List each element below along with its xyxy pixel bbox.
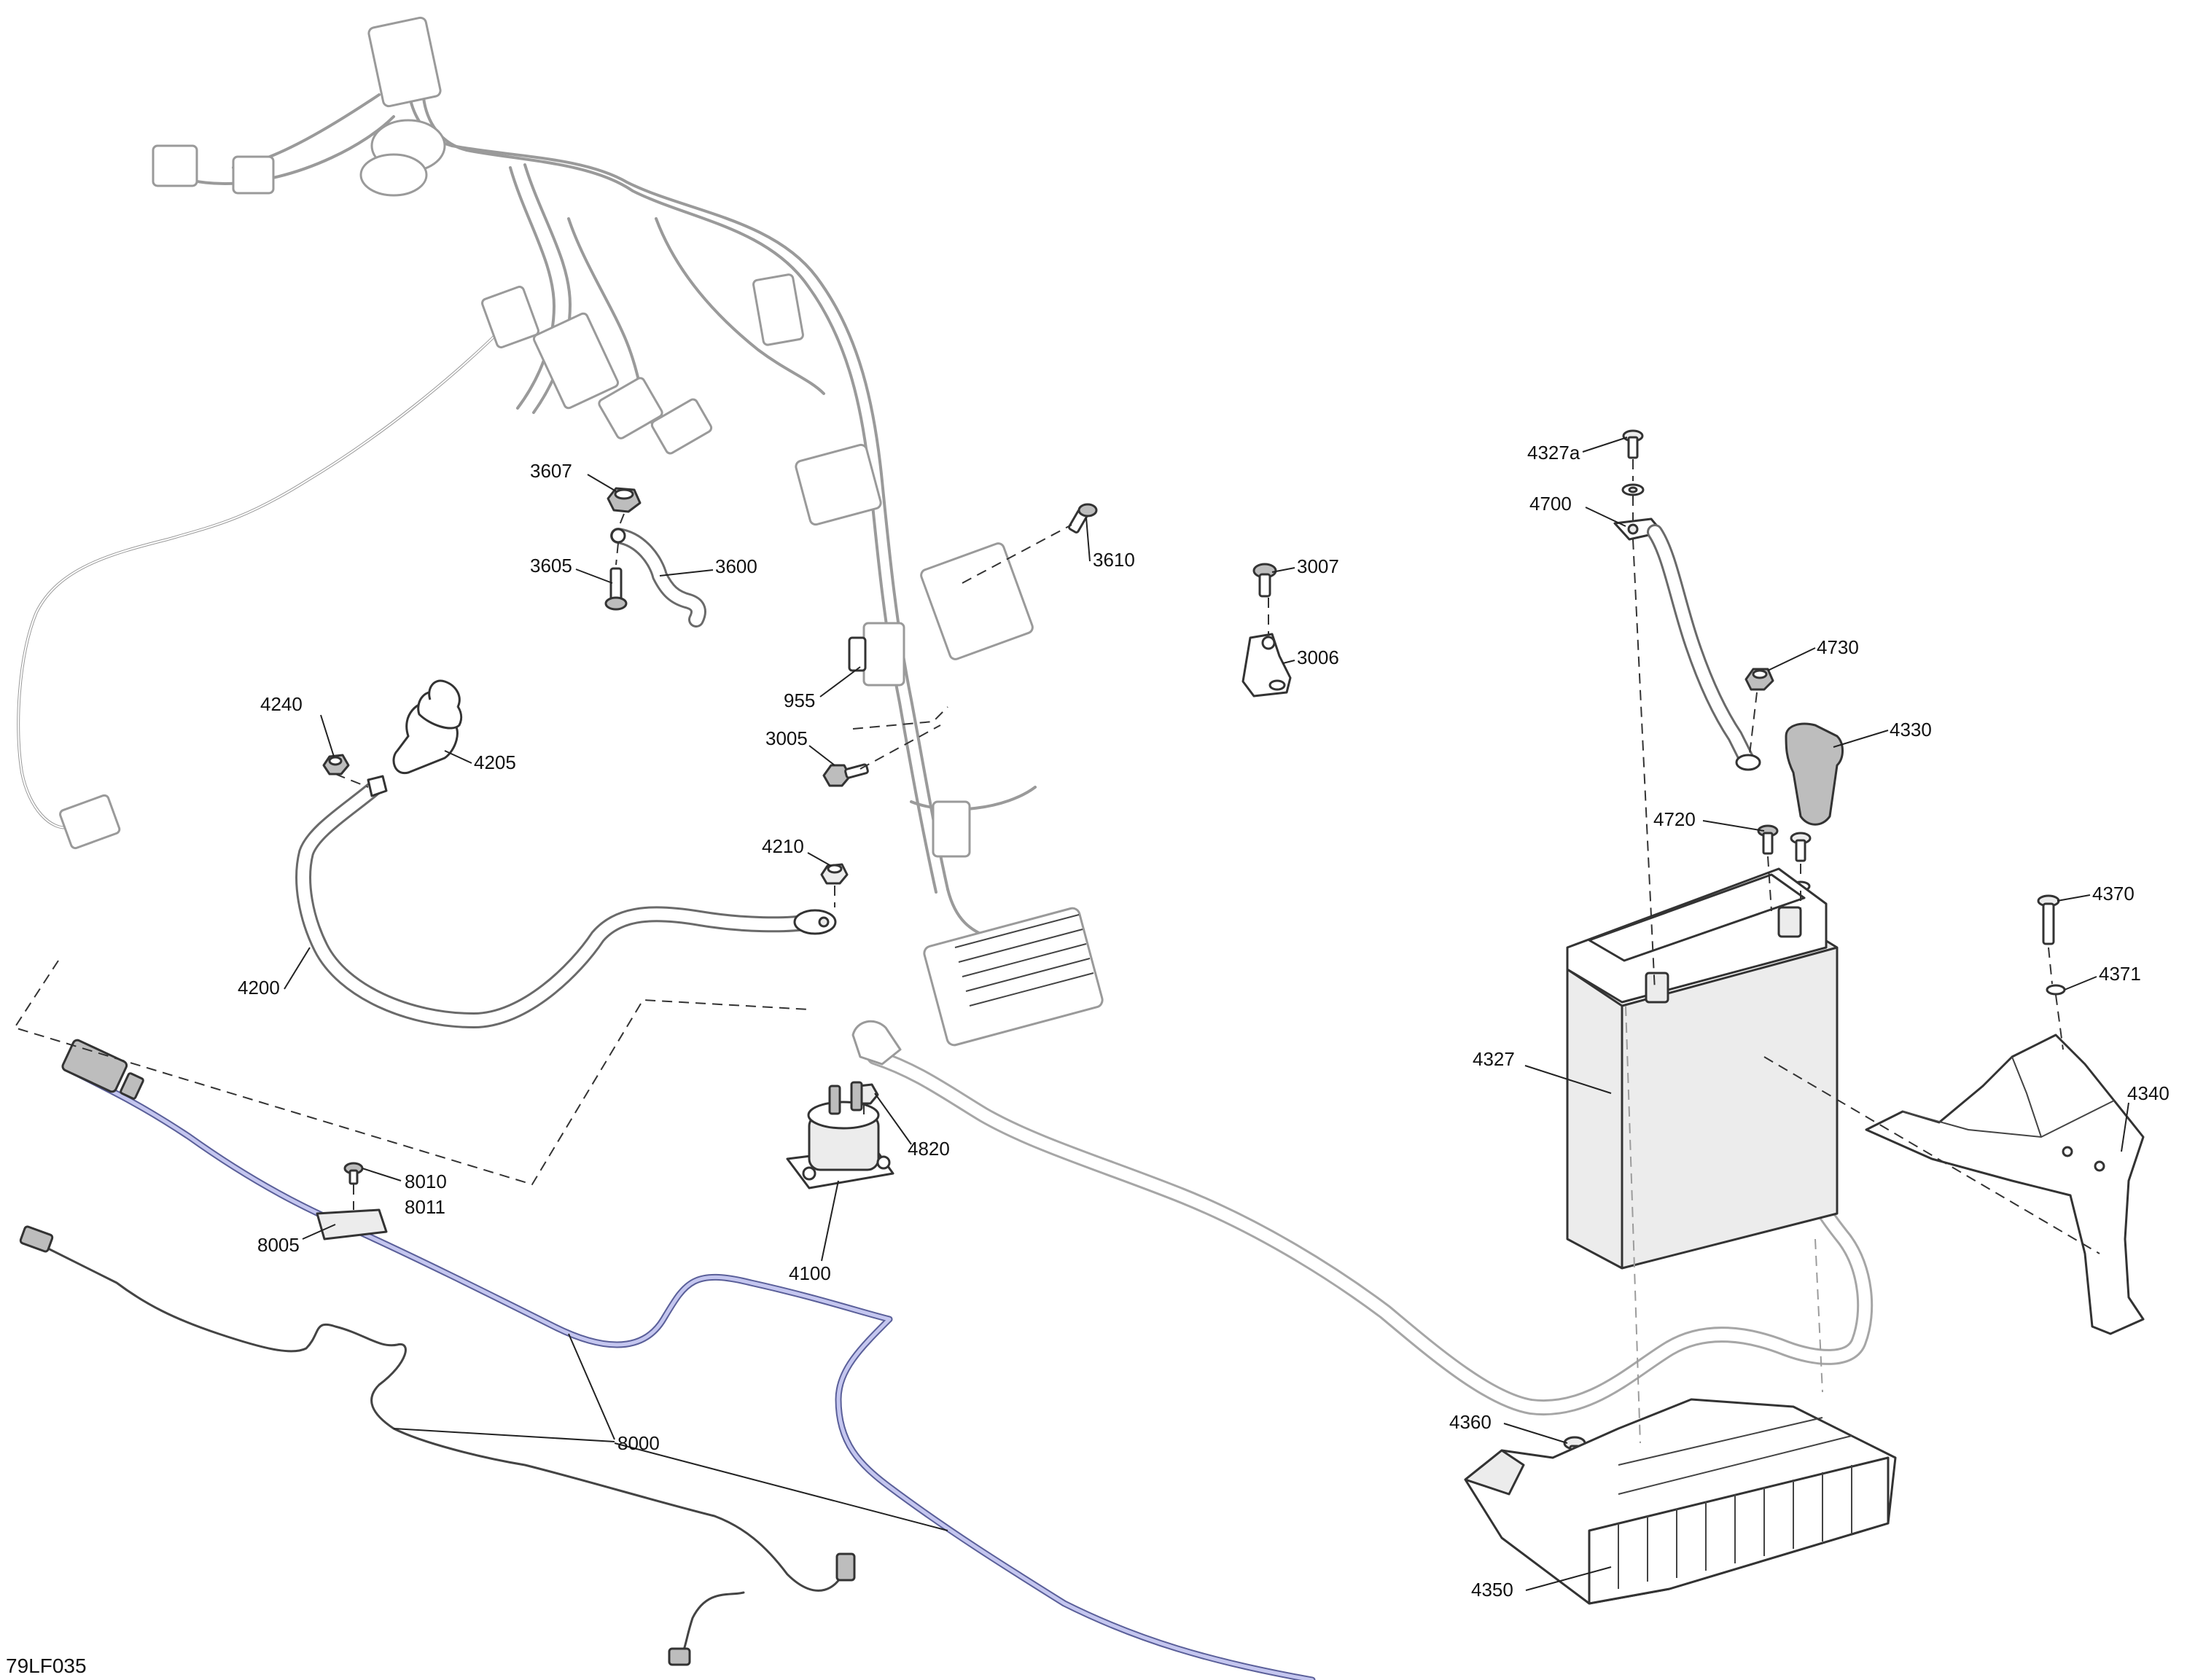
thin-black-harness [19, 1225, 856, 1666]
part-4210-nut [820, 863, 849, 885]
assembly-lines [13, 459, 2100, 1444]
callout-3005: 3005 [765, 727, 808, 749]
callout-4240: 4240 [260, 693, 303, 715]
callout-955: 955 [784, 689, 815, 711]
part-4350-tray [1464, 1398, 1897, 1605]
callout-4700: 4700 [1529, 493, 1572, 515]
callout-4327: 4327 [1473, 1048, 1515, 1070]
callout-4340: 4340 [2127, 1082, 2170, 1104]
part-4205-boot [392, 679, 463, 775]
part-3600-ground-cable [604, 487, 706, 628]
callout-4820: 4820 [908, 1138, 950, 1160]
part-4327a-bolt [1621, 429, 1645, 496]
part-4100-solenoid [786, 1081, 894, 1189]
callout-4720: 4720 [1653, 808, 1696, 830]
part-3005-bolt [822, 763, 869, 787]
callout-4100: 4100 [789, 1262, 831, 1284]
callout-8005: 8005 [257, 1234, 300, 1256]
harness-connectors [59, 16, 1104, 1047]
callout-4330: 4330 [1890, 719, 1932, 741]
callout-leaders [284, 437, 2129, 1591]
part-4730-nut [1744, 668, 1774, 691]
callout-4370: 4370 [2092, 883, 2135, 905]
callout-4350: 4350 [1471, 1579, 1513, 1601]
main-wiring-harness [17, 79, 1037, 942]
callout-8011: 8011 [405, 1196, 445, 1218]
part-4240-nut [322, 754, 350, 775]
part-4370-bolt [2037, 894, 2066, 996]
callout-4205: 4205 [474, 751, 516, 773]
callout-3600: 3600 [715, 555, 757, 577]
part-4820-cable [850, 1020, 1874, 1416]
part-8000-blue-harness [61, 1039, 1316, 1680]
callout-4327a: 4327a [1527, 442, 1580, 464]
callout-4200: 4200 [238, 977, 280, 999]
part-955-relay [848, 622, 905, 687]
part-4700-cable [1613, 517, 1761, 771]
callout-3610: 3610 [1093, 549, 1135, 571]
callout-8010: 8010 [405, 1171, 447, 1192]
part-4327-battery [1566, 867, 1839, 1270]
callout-3007: 3007 [1297, 555, 1339, 577]
callout-3605: 3605 [530, 555, 572, 577]
part-4330-cap [1785, 722, 1844, 826]
part-4340-bracket [1865, 1034, 2145, 1335]
callout-3607: 3607 [530, 460, 572, 482]
callout-4210: 4210 [762, 835, 804, 857]
part-3610-bolt [1068, 503, 1098, 534]
callout-4730: 4730 [1817, 636, 1859, 658]
part-4200-cable [295, 775, 837, 1028]
part-3006-3007-bracket [1241, 563, 1292, 698]
figure-code: 79LF035 [6, 1654, 87, 1677]
callout-3006: 3006 [1297, 646, 1339, 668]
callout-8000: 8000 [617, 1432, 660, 1454]
callout-4360: 4360 [1449, 1411, 1492, 1433]
callout-4371: 4371 [2099, 963, 2141, 985]
callout-labels: 3607 3605 3600 3610 3007 3006 955 3005 4… [6, 442, 2170, 1677]
